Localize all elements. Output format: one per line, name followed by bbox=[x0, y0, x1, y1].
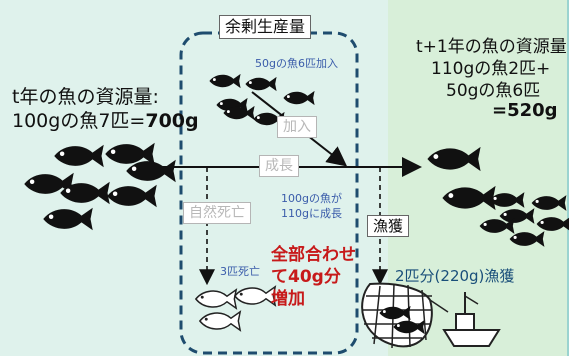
fishing-boat-icon bbox=[442, 292, 501, 347]
right-stock-line3: 50gの魚6匹 bbox=[446, 81, 541, 101]
recruitment-note: 50gの魚6匹加入 bbox=[255, 57, 338, 70]
growth-label: 成長 bbox=[259, 155, 299, 177]
left-stock-line2-prefix: 100gの魚7匹= bbox=[12, 110, 146, 132]
death-note: 3匹死亡 bbox=[220, 265, 260, 278]
catch-note: 2匹分(220g)漁獲 bbox=[395, 267, 515, 285]
total-increase-line3: 増加 bbox=[271, 289, 305, 309]
fishing-label: 漁獲 bbox=[367, 215, 410, 237]
surplus-title: 余剰生産量 bbox=[219, 15, 312, 39]
growth-note-line2: 110gに成長 bbox=[281, 207, 342, 220]
fishing-net-icon bbox=[361, 282, 449, 349]
natural-death-label: 自然死亡 bbox=[183, 202, 251, 224]
left-background bbox=[0, 0, 388, 356]
left-stock-line2: 100gの魚7匹=700g bbox=[12, 106, 199, 133]
left-stock-line1: t年の魚の資源量: bbox=[12, 86, 159, 108]
total-increase-line1: 全部合わせ bbox=[271, 245, 356, 265]
total-increase-line2: て40g分 bbox=[271, 267, 341, 287]
right-stock-total: =520g bbox=[492, 100, 558, 121]
right-stock-line2: 110gの魚2匹+ bbox=[431, 59, 551, 79]
left-stock-value: 700g bbox=[145, 110, 199, 132]
growth-note-line1: 100gの魚が bbox=[281, 192, 342, 205]
recruitment-label: 加入 bbox=[277, 116, 317, 138]
right-stock-line1: t+1年の魚の資源量 bbox=[416, 37, 567, 57]
